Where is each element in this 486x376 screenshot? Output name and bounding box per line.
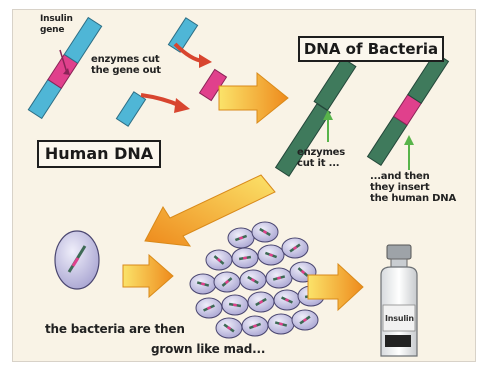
insulin-vial (381, 245, 417, 356)
colony-bacterium (228, 228, 254, 248)
colony-bacterium (240, 270, 266, 290)
diagram-frame: Insulin gene enzymes cut the gene out Hu… (12, 9, 476, 362)
colony-bacterium (190, 274, 216, 294)
insert-pointer (404, 135, 414, 170)
colony-bacterium (222, 295, 248, 315)
colony-bacterium (258, 245, 284, 265)
colony-bacterium (214, 272, 240, 292)
colony-bacterium (292, 310, 318, 330)
process-arrow-3 (123, 255, 173, 297)
colony-bacterium (196, 298, 222, 318)
process-arrow-1 (219, 73, 288, 123)
single-bacterium (55, 231, 99, 289)
bacteria-grown-line-2: grown like mad... (151, 342, 265, 356)
enzymes-cut-it-label: enzymes cut it ... (297, 147, 345, 169)
dna-of-bacteria-title: DNA of Bacteria (298, 36, 444, 62)
colony-bacterium (242, 316, 268, 336)
colony-bacterium (248, 292, 274, 312)
insert-human-dna-label: ...and then they insert the human DNA (370, 171, 456, 204)
bacteria-grown-line-1: the bacteria are then (45, 322, 185, 336)
colony-bacterium (206, 250, 232, 270)
bacteria-dna-cut-right (314, 58, 356, 110)
bacteria-colony (190, 222, 324, 338)
colony-bacterium (232, 248, 258, 268)
cut-arrow-bottom (141, 95, 190, 113)
colony-bacterium (266, 268, 292, 288)
cut-arrow-top (175, 44, 212, 68)
vial-label-text: Insulin (385, 313, 414, 324)
colony-bacterium (216, 318, 242, 338)
insulin-gene-label: Insulin gene (40, 14, 73, 36)
human-dna-title: Human DNA (37, 140, 161, 168)
colony-bacterium (252, 222, 278, 242)
colony-bacterium (282, 238, 308, 258)
cut-dna-fragment-top (168, 18, 197, 52)
colony-bacterium (268, 314, 294, 334)
colony-bacterium (274, 290, 300, 310)
enzymes-cut-gene-label: enzymes cut the gene out (91, 54, 161, 76)
